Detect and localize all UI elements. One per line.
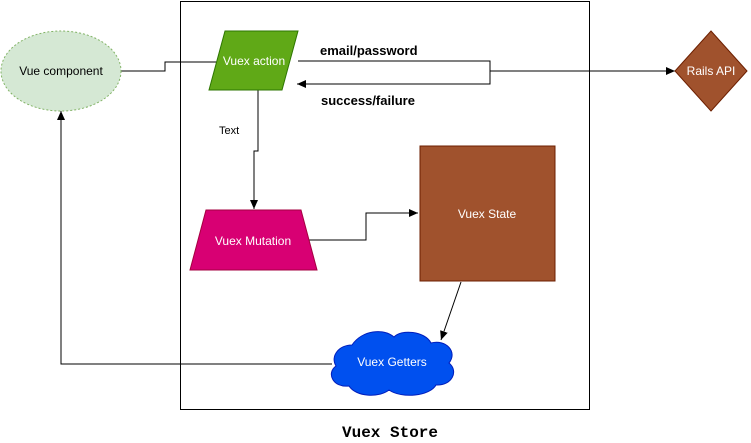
edge-label-email-password: email/password <box>320 43 418 58</box>
vuex-mutation-node <box>189 209 318 271</box>
edge-action-to-mutation <box>250 90 259 209</box>
edge-state-to-getters <box>440 281 462 341</box>
edge-mutation-to-state <box>305 209 418 241</box>
rails-api-label: Rails API <box>687 64 736 78</box>
vuex-getters-node <box>331 331 454 396</box>
vue-component-node <box>0 30 122 112</box>
vuex-state-label: Vuex State <box>458 207 517 221</box>
edge-getters-to-vue-component <box>57 111 332 365</box>
edge-label-success-failure: success/failure <box>321 93 415 108</box>
edge-rails-api-to-action <box>297 71 491 88</box>
vuex-mutation-label: Vuex Mutation <box>215 234 291 248</box>
edge-action-to-rails-api <box>298 60 675 75</box>
edge-vue-component-to-action <box>121 61 219 72</box>
vuex-action-node <box>208 30 299 91</box>
diagram-caption: Vuex Store <box>342 424 438 442</box>
edge-label-text: Text <box>219 125 239 137</box>
vuex-store-container <box>180 1 590 410</box>
vuex-getters-label: Vuex Getters <box>357 355 427 369</box>
vue-component-label: Vue component <box>19 64 103 78</box>
rails-api-node <box>674 30 748 112</box>
vuex-action-label: Vuex action <box>223 54 285 68</box>
vuex-state-node <box>419 145 556 282</box>
